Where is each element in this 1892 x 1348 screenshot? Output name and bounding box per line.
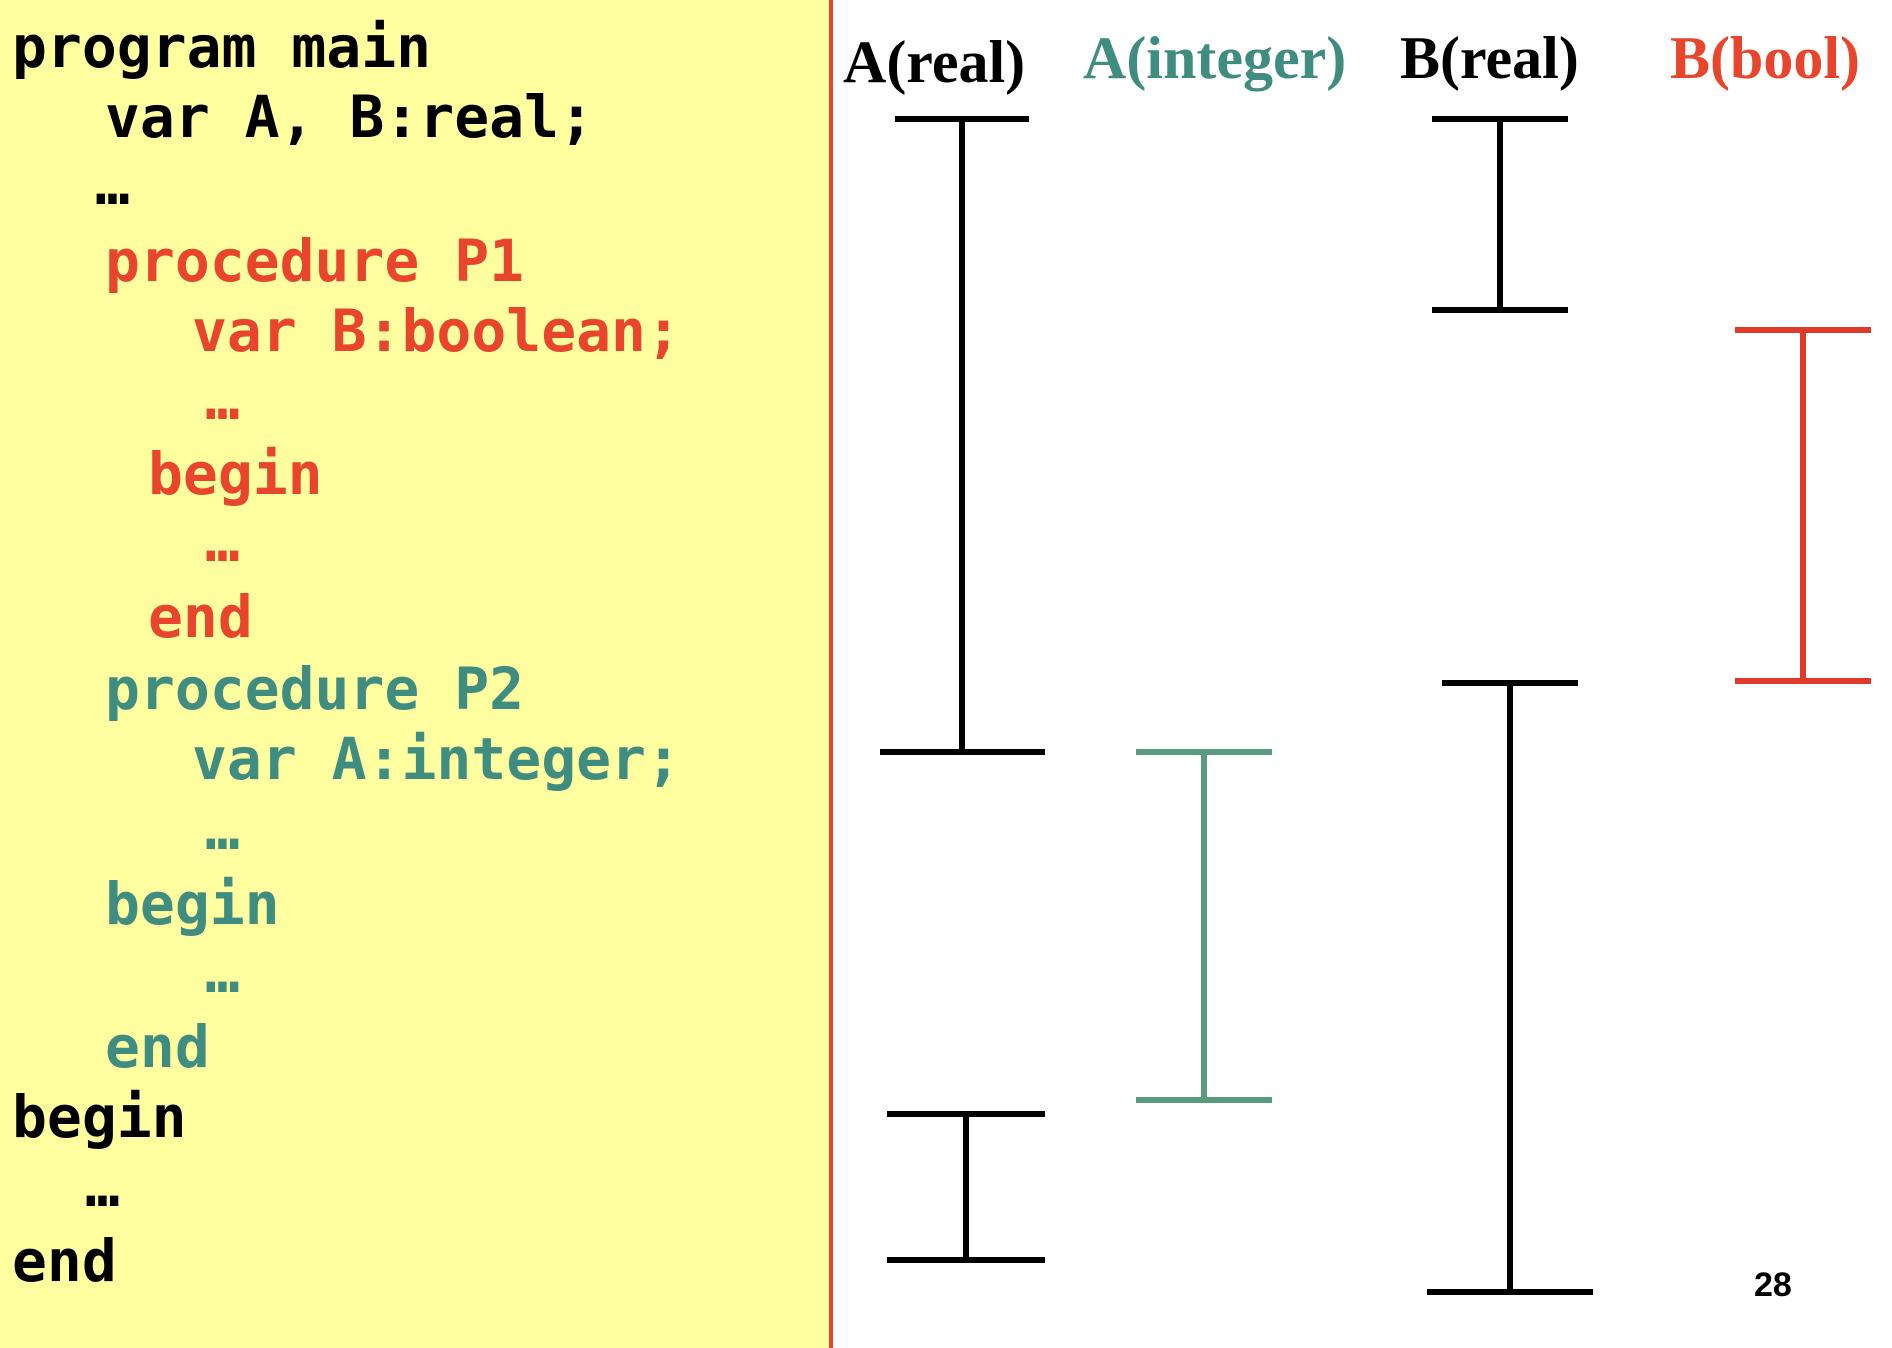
code-line-program-main: program main xyxy=(12,13,432,81)
lifetime-bar-a-real-segment-1 xyxy=(880,116,1045,755)
code-line-procedure-p2: procedure P2 xyxy=(105,655,525,723)
code-line-ellipsis: … xyxy=(205,507,240,575)
code-line-p1-end: end xyxy=(148,583,253,651)
lifetime-bar-b-real-segment-1 xyxy=(1432,116,1568,313)
code-line-var-a-b-real: var A, B:real; xyxy=(105,83,594,151)
label-b-bool: B(bool) xyxy=(1670,25,1861,91)
code-line-var-a-integer: var A:integer; xyxy=(192,725,681,793)
code-line-main-begin: begin xyxy=(12,1083,187,1151)
code-line-ellipsis: … xyxy=(205,365,240,433)
code-line-ellipsis: … xyxy=(205,795,240,863)
code-line-p2-end: end xyxy=(105,1013,210,1081)
lifetime-bar-b-bool xyxy=(1735,327,1871,684)
code-line-ellipsis: … xyxy=(85,1152,120,1220)
label-a-integer: A(integer) xyxy=(1083,25,1347,91)
lifetime-bar-a-real-segment-2 xyxy=(887,1111,1045,1263)
label-a-real: A(real) xyxy=(843,29,1026,95)
code-line-ellipsis: … xyxy=(205,938,240,1006)
code-line-ellipsis: … xyxy=(95,150,130,218)
lifetime-bar-a-integer xyxy=(1136,749,1272,1103)
code-line-procedure-p1: procedure P1 xyxy=(105,227,525,295)
label-b-real: B(real) xyxy=(1400,25,1579,91)
code-panel: program main var A, B:real; … procedure … xyxy=(0,0,833,1348)
page-number: 28 xyxy=(1754,1266,1792,1304)
code-line-p1-begin: begin xyxy=(148,440,323,508)
lifetime-bar-b-real-segment-2 xyxy=(1427,680,1593,1295)
code-line-main-end: end xyxy=(12,1227,117,1295)
code-line-p2-begin: begin xyxy=(105,870,280,938)
code-line-var-b-boolean: var B:boolean; xyxy=(192,297,681,365)
